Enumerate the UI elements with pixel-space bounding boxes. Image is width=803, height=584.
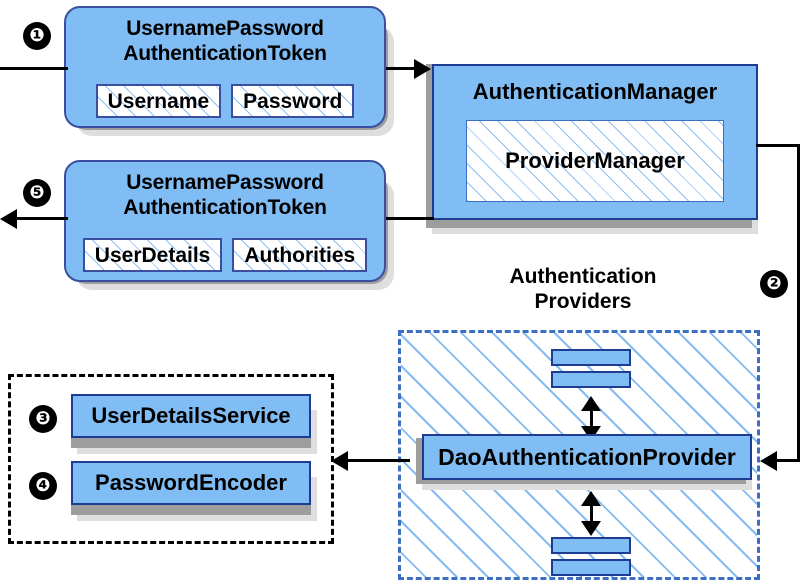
manager-to-provider-top-line (756, 144, 800, 147)
provider-link-top-arrow-up (581, 396, 601, 411)
request-token-title-line2: AuthenticationToken (123, 42, 327, 65)
manager-to-provider-bottom-line (777, 459, 800, 462)
response-token-title-line1: UsernamePassword (126, 171, 324, 194)
request-token-title: UsernamePassword AuthenticationToken (66, 8, 384, 66)
response-token-title: UsernamePassword AuthenticationToken (66, 162, 384, 220)
authentication-providers-title: Authentication Providers (478, 264, 688, 314)
userdetailsservice-box[interactable]: UserDetailsService (71, 394, 311, 438)
request-to-manager-line (386, 67, 418, 70)
marker-2: ❷ (761, 271, 787, 297)
authentication-manager-title: AuthenticationManager (472, 79, 718, 104)
request-token-fields: Username Password (66, 84, 384, 118)
marker-5: ❺ (24, 180, 50, 206)
response-out-arrowhead (0, 209, 17, 229)
provider-placeholder-bar-4 (551, 559, 631, 576)
provider-placeholder-bar-1 (551, 349, 631, 366)
provider-manager-box[interactable]: ProviderManager (466, 120, 724, 202)
request-to-manager-arrowhead (414, 59, 431, 79)
provider-placeholder-bar-3 (551, 537, 631, 554)
field-username[interactable]: Username (95, 84, 222, 118)
authentication-providers-title-line1: Authentication (509, 265, 657, 288)
manager-to-provider-arrowhead (760, 451, 777, 471)
provider-placeholder-bar-2 (551, 371, 631, 388)
manager-to-provider-vertical-line (797, 144, 800, 462)
provider-link-bottom-line (590, 498, 593, 527)
response-token-fields: UserDetails Authorities (66, 238, 384, 272)
field-userdetails[interactable]: UserDetails (82, 238, 223, 272)
request-token-title-line1: UsernamePassword (126, 17, 324, 40)
field-authorities[interactable]: Authorities (232, 238, 368, 272)
provider-to-dependencies-arrowhead (331, 451, 348, 471)
provider-link-bottom-arrow-down (581, 521, 601, 536)
incoming-request-line (0, 67, 68, 70)
dao-authentication-provider-box[interactable]: DaoAuthenticationProvider (422, 434, 752, 480)
provider-link-top-line (590, 403, 593, 432)
authentication-manager-box[interactable]: AuthenticationManager ProviderManager (432, 64, 758, 220)
dependencies-container[interactable]: ❸ ❹ UserDetailsService PasswordEncoder (8, 374, 334, 544)
provider-manager-label: ProviderManager (505, 148, 685, 173)
authentication-providers-title-line2: Providers (534, 290, 632, 313)
marker-3: ❸ (30, 406, 56, 432)
response-token-title-line2: AuthenticationToken (123, 196, 327, 219)
manager-to-response-line (386, 217, 434, 220)
response-out-line (17, 217, 68, 220)
provider-to-dependencies-line (348, 459, 410, 462)
passwordencoder-box[interactable]: PasswordEncoder (71, 461, 311, 505)
marker-4: ❹ (30, 473, 56, 499)
response-token-box[interactable]: UsernamePassword AuthenticationToken Use… (64, 160, 386, 282)
field-password[interactable]: Password (231, 84, 355, 118)
marker-1: ❶ (24, 23, 50, 49)
provider-link-bottom-arrow-up (581, 491, 601, 506)
request-token-box[interactable]: UsernamePassword AuthenticationToken Use… (64, 6, 386, 128)
